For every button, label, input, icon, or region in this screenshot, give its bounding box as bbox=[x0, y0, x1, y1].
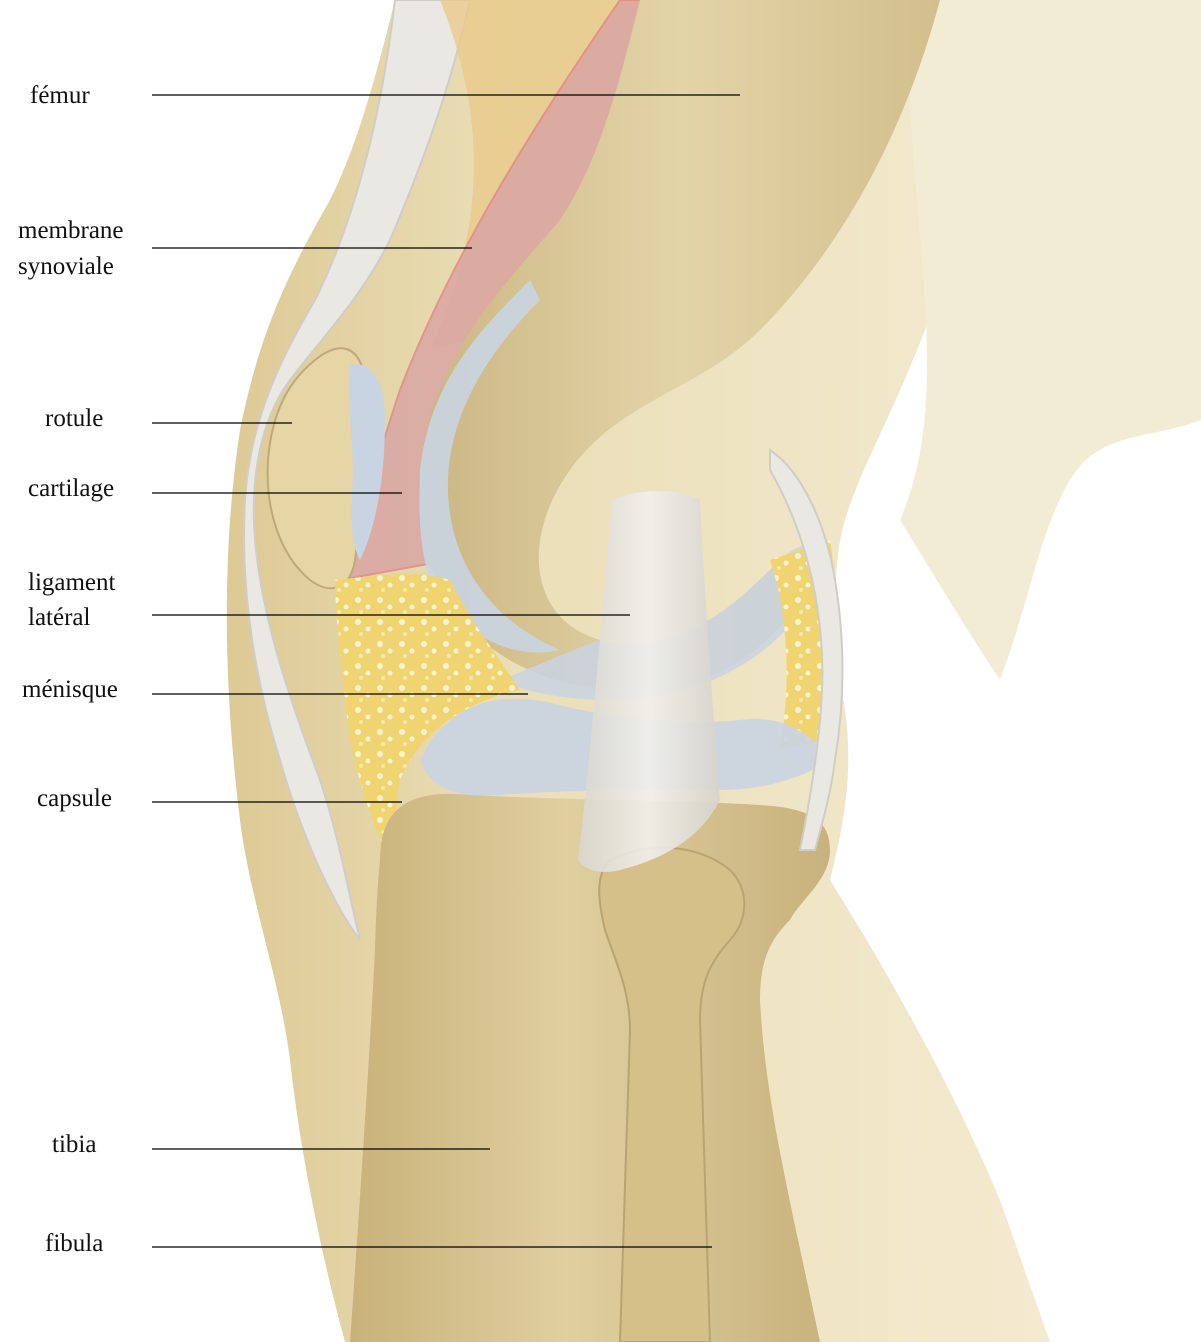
label-text-synovial-membrane: synoviale bbox=[18, 253, 114, 280]
label-text-meniscus: ménisque bbox=[22, 676, 118, 703]
label-text-lateral-ligament: latéral bbox=[28, 604, 91, 631]
label-text-femur: fémur bbox=[30, 82, 90, 109]
label-text-lateral-ligament: ligament bbox=[28, 569, 116, 596]
label-text-synovial-membrane: membrane bbox=[18, 217, 124, 244]
label-text-cartilage: cartilage bbox=[28, 475, 114, 502]
tibia-bone bbox=[350, 794, 830, 1342]
label-text-fibula: fibula bbox=[45, 1230, 103, 1257]
label-text-tibia: tibia bbox=[52, 1131, 96, 1158]
knee-illustration bbox=[227, 0, 1201, 1342]
label-text-patella: rotule bbox=[45, 405, 103, 432]
back-of-thigh bbox=[900, 0, 1201, 680]
label-text-capsule: capsule bbox=[37, 785, 112, 812]
